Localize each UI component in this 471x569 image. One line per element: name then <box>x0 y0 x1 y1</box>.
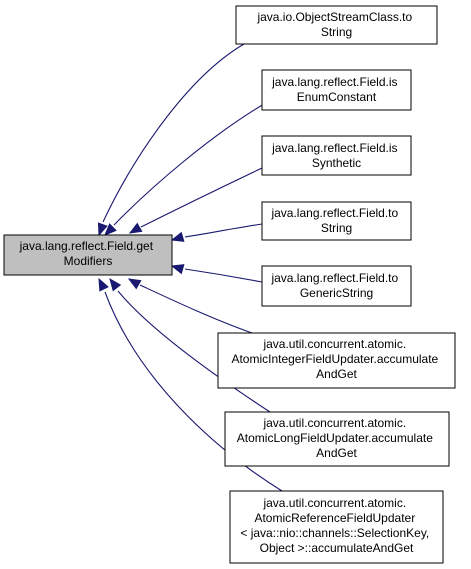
caller-node-box <box>235 5 438 45</box>
caller-node-field-tostring[interactable]: java.lang.reflect.Field.to String <box>261 201 412 241</box>
caller-node-line: AtomicIntegerFieldUpdater.accumulate <box>231 352 438 366</box>
caller-node-line: Object >::accumulateAndGet <box>260 541 414 555</box>
caller-node-label: java.lang.reflect.Field.to String <box>270 206 401 235</box>
caller-node-line: AtomicLongFieldUpdater.accumulate <box>237 431 433 445</box>
edge-field-togenericstring-arrowhead <box>170 264 185 275</box>
caller-node-box <box>261 69 412 111</box>
caller-node-label: java.util.concurrent.atomic. AtomicRefer… <box>240 496 432 555</box>
caller-node-label: java.util.concurrent.atomic. AtomicLongF… <box>237 416 436 460</box>
caller-node-label: java.io.ObjectStreamClass.to String <box>256 10 415 39</box>
edge-atomicreferencefieldupdater <box>104 291 283 492</box>
caller-node-line: java.lang.reflect.Field.is <box>271 141 397 155</box>
edge-field-issynthetic-arrowhead <box>128 222 143 234</box>
caller-node-field-issynthetic[interactable]: java.lang.reflect.Field.is Synthetic <box>261 135 412 176</box>
edge-atomicreferencefieldupdater-arrowhead <box>98 277 109 292</box>
caller-node-label: java.lang.reflect.Field.is EnumConstant <box>271 75 401 104</box>
edge-field-isenumconstant-arrowhead <box>104 223 117 236</box>
caller-node-line: EnumConstant <box>297 90 377 104</box>
caller-node-line: java.util.concurrent.atomic. <box>262 416 406 430</box>
focus-node[interactable]: java.lang.reflect.Field.get Modifiers <box>3 234 173 276</box>
caller-node-line: Synthetic <box>312 156 361 170</box>
edge-atomicintegerfieldupdater-arrowhead <box>127 278 142 290</box>
focus-node-line: java.lang.reflect.Field.get <box>19 239 154 253</box>
caller-node-line: AtomicReferenceFieldUpdater <box>254 511 415 525</box>
edges <box>97 43 283 492</box>
caller-node-line: < java::nio::channels::SelectionKey, <box>240 526 429 540</box>
caller-node-atomiclongfieldupdater-accumulateandget[interactable]: java.util.concurrent.atomic. AtomicLongF… <box>224 411 450 467</box>
caller-node-atomicintegerfieldupdater-accumulateandget[interactable]: java.util.concurrent.atomic. AtomicInteg… <box>217 332 456 389</box>
caller-node-objectstreamclass-tostring[interactable]: java.io.ObjectStreamClass.to String <box>235 5 438 45</box>
caller-node-line: java.lang.reflect.Field.to <box>270 271 398 285</box>
caller-node-line: AndGet <box>316 367 357 381</box>
caller-node-line: java.util.concurrent.atomic. <box>262 337 406 351</box>
caller-node-field-isenumconstant[interactable]: java.lang.reflect.Field.is EnumConstant <box>261 69 412 111</box>
caller-node-line: java.lang.reflect.Field.is <box>271 75 397 89</box>
focus-node-line: Modifiers <box>64 254 113 268</box>
focus-node-box <box>3 234 173 276</box>
edge-atomicintegerfieldupdater <box>139 284 253 334</box>
caller-node-line: java.io.ObjectStreamClass.to <box>256 10 412 24</box>
caller-node-label: java.lang.reflect.Field.is Synthetic <box>271 141 401 170</box>
caller-node-box <box>224 411 450 467</box>
caller-node-label: java.lang.reflect.Field.to GenericString <box>270 271 401 300</box>
caller-node-label: java.util.concurrent.atomic. AtomicInteg… <box>231 337 441 381</box>
edge-atomiclongfieldupdater-arrowhead <box>109 277 122 292</box>
edge-field-issynthetic <box>140 167 263 228</box>
edge-objectstreamclass-tostring <box>102 43 245 223</box>
caller-node-line: java.lang.reflect.Field.to <box>270 206 398 220</box>
caller-node-line: AndGet <box>316 446 357 460</box>
caller-node-line: String <box>321 25 352 39</box>
caller-node-line: GenericString <box>300 286 373 300</box>
caller-node-atomicreferencefieldupdater-accumulateandget[interactable]: java.util.concurrent.atomic. AtomicRefer… <box>229 490 444 564</box>
focus-node-label: java.lang.reflect.Field.get Modifiers <box>19 239 157 268</box>
edge-objectstreamclass-tostring-arrowhead <box>97 222 108 237</box>
edge-field-tostring <box>184 223 263 238</box>
edge-atomiclongfieldupdater <box>117 290 271 413</box>
caller-node-box <box>261 201 412 241</box>
caller-node-line: String <box>321 221 352 235</box>
caller-node-field-togenericstring[interactable]: java.lang.reflect.Field.to GenericString <box>261 265 412 307</box>
caller-node-box <box>229 490 444 564</box>
edge-field-isenumconstant <box>113 103 265 226</box>
caller-node-box <box>261 265 412 307</box>
caller-node-box <box>217 332 456 389</box>
caller-node-box <box>261 135 412 176</box>
edge-field-togenericstring <box>184 268 263 283</box>
caller-node-line: java.util.concurrent.atomic. <box>262 496 406 510</box>
edge-field-tostring-arrowhead <box>170 231 185 242</box>
